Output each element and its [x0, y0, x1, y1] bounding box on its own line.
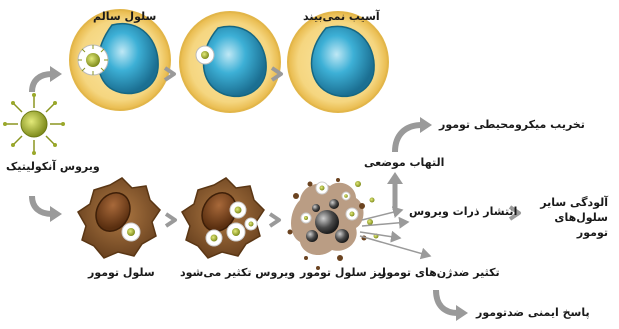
tumor-cell-2	[182, 178, 264, 258]
label-virus-replicates: ویروس تکثیر می‌شود	[180, 266, 295, 280]
label-tumor-cell: سلول تومور	[88, 266, 155, 280]
label-no-damage: آسیب نمی‌بیند	[303, 10, 380, 24]
label-local-inflammation: التهاب موضعی	[364, 156, 444, 170]
curved-arrow-icon-microenv	[395, 117, 432, 152]
curved-arrow-icon-down	[32, 196, 62, 222]
label-infect-other-cells: آلودگی سایر سلول‌های تومور	[528, 196, 608, 241]
healthy-cell-1	[70, 10, 170, 110]
label-healthy-cell: سلول سالم	[93, 10, 156, 24]
healthy-cell-2	[180, 12, 280, 112]
lysed-tumor-cell	[288, 178, 367, 270]
label-infect-line1: آلودگی سایر	[528, 196, 608, 211]
label-virus-particle-spread: انتشار ذرات ویروس	[409, 205, 517, 219]
label-oncolytic-virus: ویروس آنکولیتیک	[6, 160, 100, 174]
label-infect-line2: سلول‌های تومور	[528, 211, 608, 241]
chevron-icon-bottom-2	[270, 214, 279, 226]
curved-arrow-icon-immune	[436, 290, 468, 321]
arrow-icon-to-inflammation	[387, 172, 403, 210]
label-tumor-cell-lysis: لیز سلول تومور	[300, 266, 386, 280]
healthy-cell-3	[288, 12, 388, 112]
label-microenv-destruction: تخریب میکرومحیطی تومور	[439, 118, 585, 132]
oncolytic-virus-icon	[3, 93, 65, 155]
tumor-cell-1	[78, 178, 160, 258]
label-antigen-spread: تکثیر ضدژن‌های تومور	[380, 266, 500, 280]
label-immune-response: پاسخ ایمنی ضدتومور	[476, 306, 590, 320]
curved-arrow-icon-up	[32, 66, 62, 92]
chevron-icon-bottom-1	[166, 214, 175, 226]
